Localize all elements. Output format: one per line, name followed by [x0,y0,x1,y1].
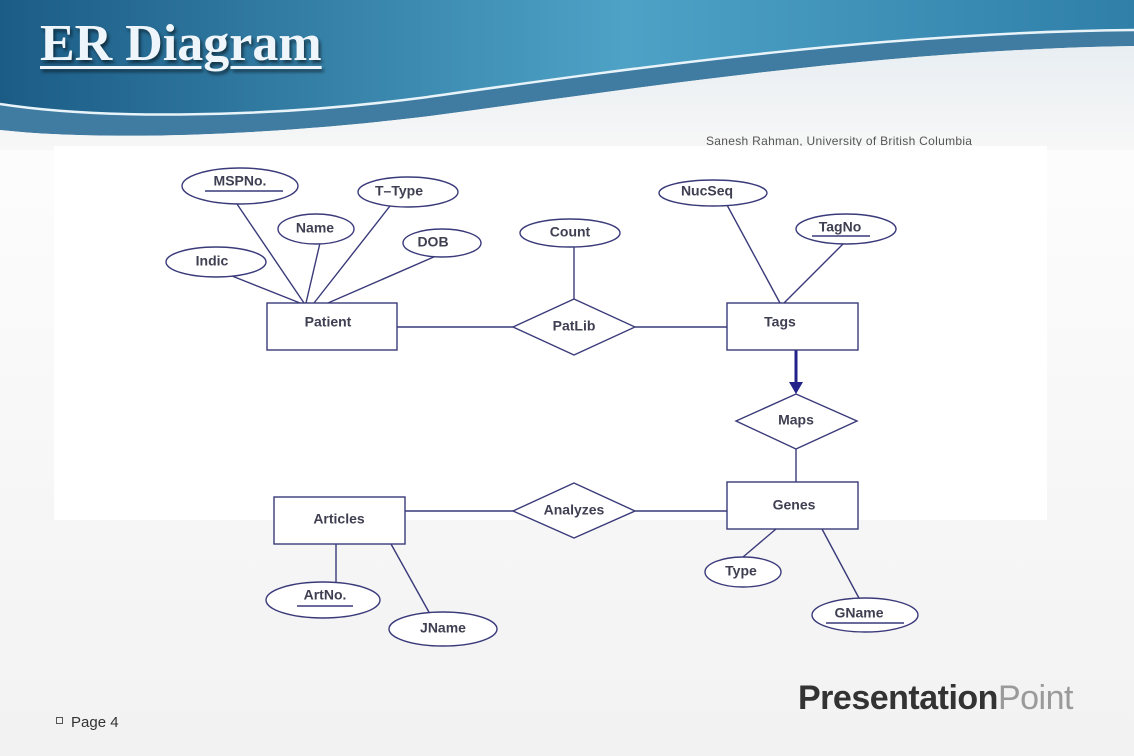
brand-logo: PresentationPoint [798,679,1073,717]
attribute-gname: GName [811,597,919,633]
attribute-nucseq: NucSeq [658,179,768,207]
entity-genes: Genes [726,481,859,530]
er-diagram: Patient Tags Articles Genes PatLib Maps … [165,167,919,647]
svg-text:T–Type: T–Type [375,183,423,199]
svg-text:Analyzes: Analyzes [544,502,605,518]
svg-text:JName: JName [420,620,466,636]
attribute-dob: DOB [402,228,482,258]
attribute-indic: Indic [165,246,267,278]
svg-text:Name: Name [296,220,334,236]
attribute-count: Count [519,218,621,248]
attribute-mspno: MSPNo. [181,167,299,205]
svg-text:TagNo: TagNo [819,219,862,235]
attribute-artno: ArtNo. [265,581,381,619]
connector-lines [231,203,861,615]
attribute-name: Name [277,213,355,245]
svg-text:Patient: Patient [305,314,352,330]
svg-text:GName: GName [834,605,883,621]
svg-text:Count: Count [550,224,591,240]
attribute-tagno: TagNo [795,213,897,245]
entity-tags: Tags [726,302,859,351]
header-banner [0,0,1134,150]
attribute-jname: JName [388,611,498,647]
page-label: Page 4 [71,714,119,731]
source-caption: Sanesh Rahman, University of British Col… [706,134,973,148]
svg-text:Genes: Genes [773,497,816,513]
entity-articles: Articles [273,496,406,545]
svg-text:Type: Type [725,563,757,579]
relationship-maps: Maps [734,393,859,450]
svg-text:Articles: Articles [313,511,365,527]
svg-text:DOB: DOB [417,234,448,250]
svg-text:PatLib: PatLib [553,318,596,334]
slide-title: ER Diagram [40,15,322,72]
svg-text:Tags: Tags [764,314,796,330]
entity-patient: Patient [266,302,398,351]
arrow-head [789,382,803,394]
svg-text:ArtNo.: ArtNo. [304,587,347,603]
svg-text:MSPNo.: MSPNo. [214,173,267,189]
relationship-analyzes: Analyzes [511,482,637,539]
svg-text:NucSeq: NucSeq [681,183,733,199]
footer-page: Page 4 [56,714,119,731]
attribute-type: Type [704,556,782,588]
relationship-patlib: PatLib [511,298,637,356]
bullet-icon [56,717,63,724]
svg-text:Maps: Maps [778,412,814,428]
attribute-t-type: T–Type [357,176,459,208]
svg-text:Indic: Indic [196,253,229,269]
